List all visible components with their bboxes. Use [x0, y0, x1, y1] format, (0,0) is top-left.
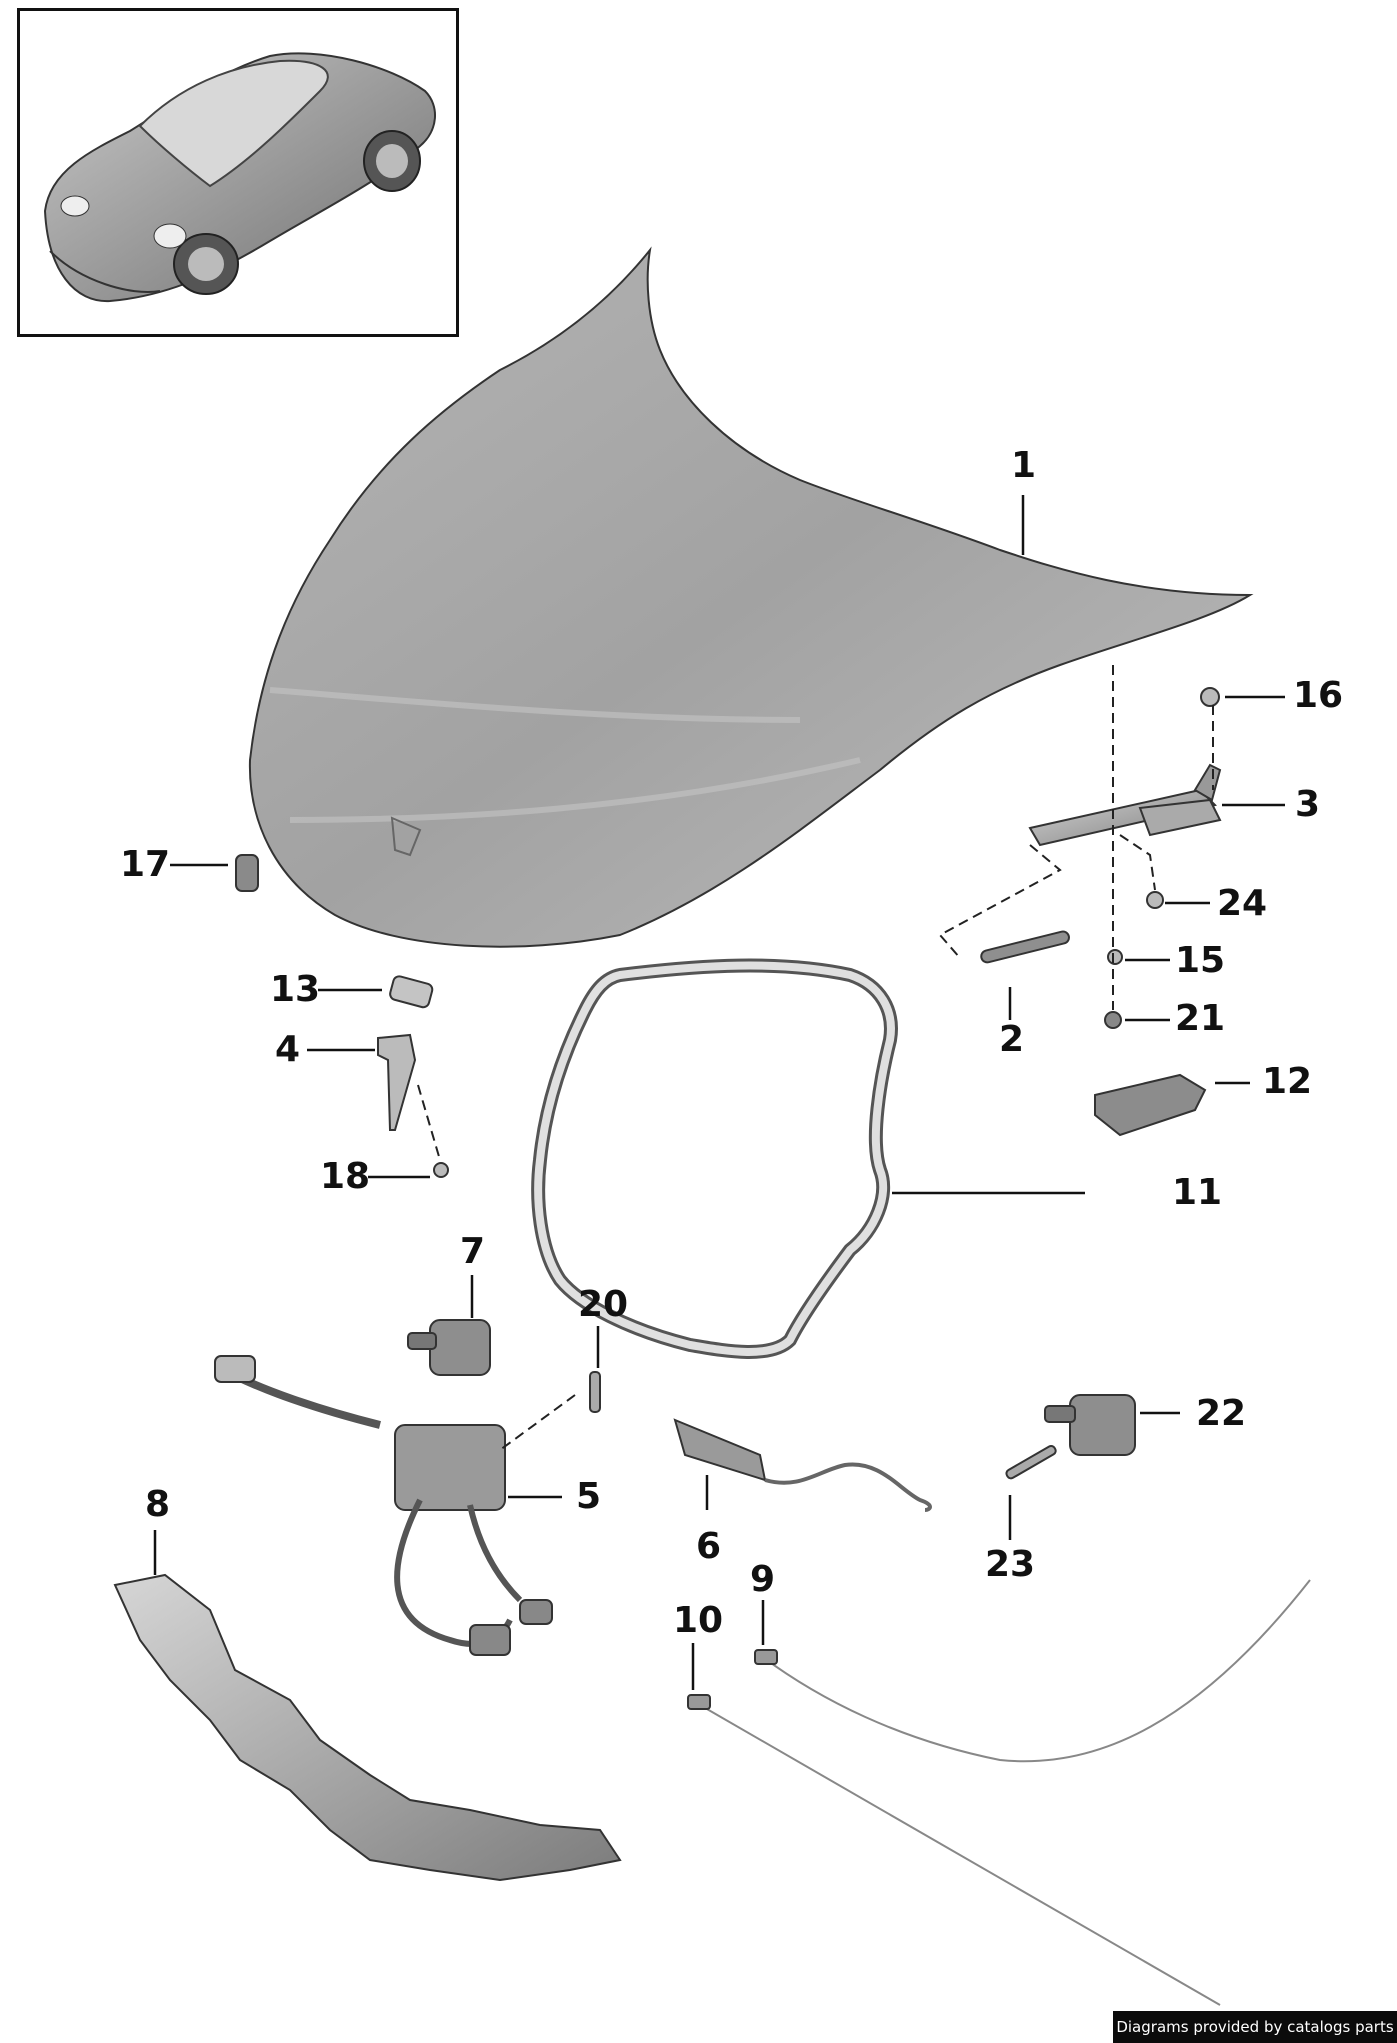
crest-emblem [390, 816, 422, 857]
hood-part [248, 246, 1254, 948]
callout-3: 3 [1295, 784, 1321, 825]
vehicle-inset [17, 8, 459, 337]
callout-23: 23 [985, 1544, 1036, 1585]
actuator-22 [1069, 1394, 1136, 1456]
callout-20: 20 [578, 1284, 629, 1325]
release-6 [673, 1418, 932, 1512]
actuator-7 [429, 1319, 491, 1376]
callout-15: 15 [1175, 940, 1226, 981]
clip-16 [1200, 687, 1220, 707]
callout-1: 1 [1011, 445, 1037, 486]
hinge-plate [1138, 798, 1222, 837]
pin-20 [589, 1371, 601, 1413]
credit-banner: Diagrams provided by catalogs parts [1113, 2011, 1397, 2043]
screw-18 [433, 1162, 449, 1178]
cover-12 [1094, 1073, 1207, 1137]
callout-6: 6 [696, 1526, 722, 1567]
callout-17: 17 [120, 844, 171, 885]
bumper-stop [235, 854, 259, 892]
crossmember-8 [113, 1573, 622, 1882]
lock-5 [214, 1355, 553, 1656]
callout-21: 21 [1175, 998, 1226, 1039]
callout-24: 24 [1217, 883, 1268, 924]
callout-18: 18 [320, 1156, 371, 1197]
callout-9: 9 [750, 1559, 776, 1600]
car-illustration [43, 52, 437, 303]
callout-4: 4 [275, 1029, 301, 1070]
callout-2: 2 [999, 1019, 1025, 1060]
callout-8: 8 [145, 1484, 171, 1525]
callout-11: 11 [1172, 1172, 1223, 1213]
nut-21 [1104, 1011, 1122, 1029]
assembly-lines [417, 665, 1214, 1451]
bracket-4 [377, 1033, 417, 1131]
washer-15 [1107, 949, 1123, 965]
callout-22: 22 [1196, 1393, 1247, 1434]
gas-strut [980, 930, 1070, 964]
bolt-23 [1005, 1444, 1057, 1480]
leader-lines [153, 495, 1285, 1690]
callout-16: 16 [1293, 675, 1344, 716]
callout-7: 7 [460, 1231, 486, 1272]
callout-13: 13 [270, 969, 321, 1010]
cable-10 [699, 1704, 1221, 2006]
callout-10: 10 [673, 1600, 724, 1641]
callout-5: 5 [576, 1476, 602, 1517]
bolt-24 [1146, 891, 1164, 909]
cable-9 [759, 1579, 1311, 1763]
callout-12: 12 [1262, 1061, 1313, 1102]
clip-13 [389, 975, 434, 1009]
